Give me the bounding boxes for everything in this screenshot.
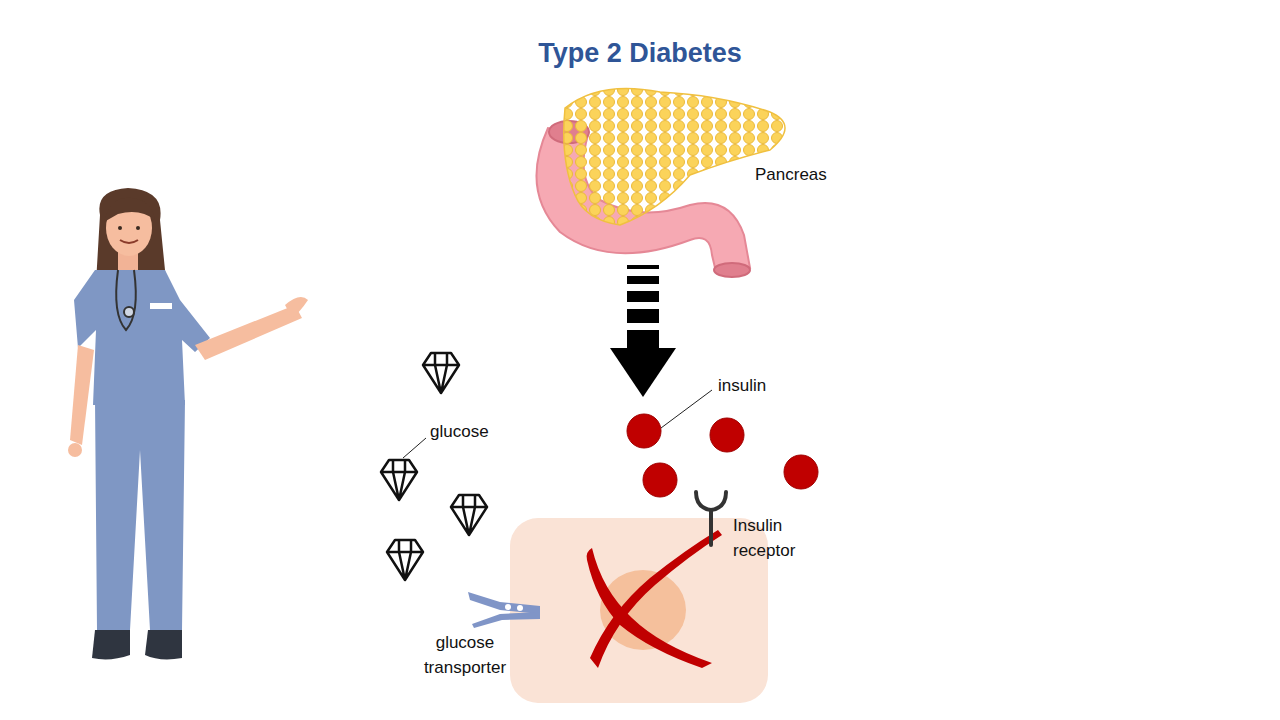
part-label: Insulin receptor [733, 514, 813, 563]
leader-line [661, 390, 712, 428]
insulin-receptor [696, 492, 726, 545]
pancreas [536, 88, 785, 277]
part-label: Pancreas [755, 163, 827, 188]
cross-mark [590, 530, 722, 668]
part-label: glucose [430, 420, 489, 445]
glucose-transporter [468, 592, 540, 628]
secretion-arrow [610, 265, 676, 397]
diagram-title: Type 2 Diabetes [538, 38, 742, 69]
part-label: insulin [718, 374, 766, 399]
part-label: glucose transporter [410, 631, 520, 680]
insulin-molecules [627, 414, 818, 497]
glucose-molecules [381, 353, 487, 580]
nurse-figure [68, 188, 308, 659]
cell [510, 518, 768, 703]
leader-line [403, 438, 426, 458]
